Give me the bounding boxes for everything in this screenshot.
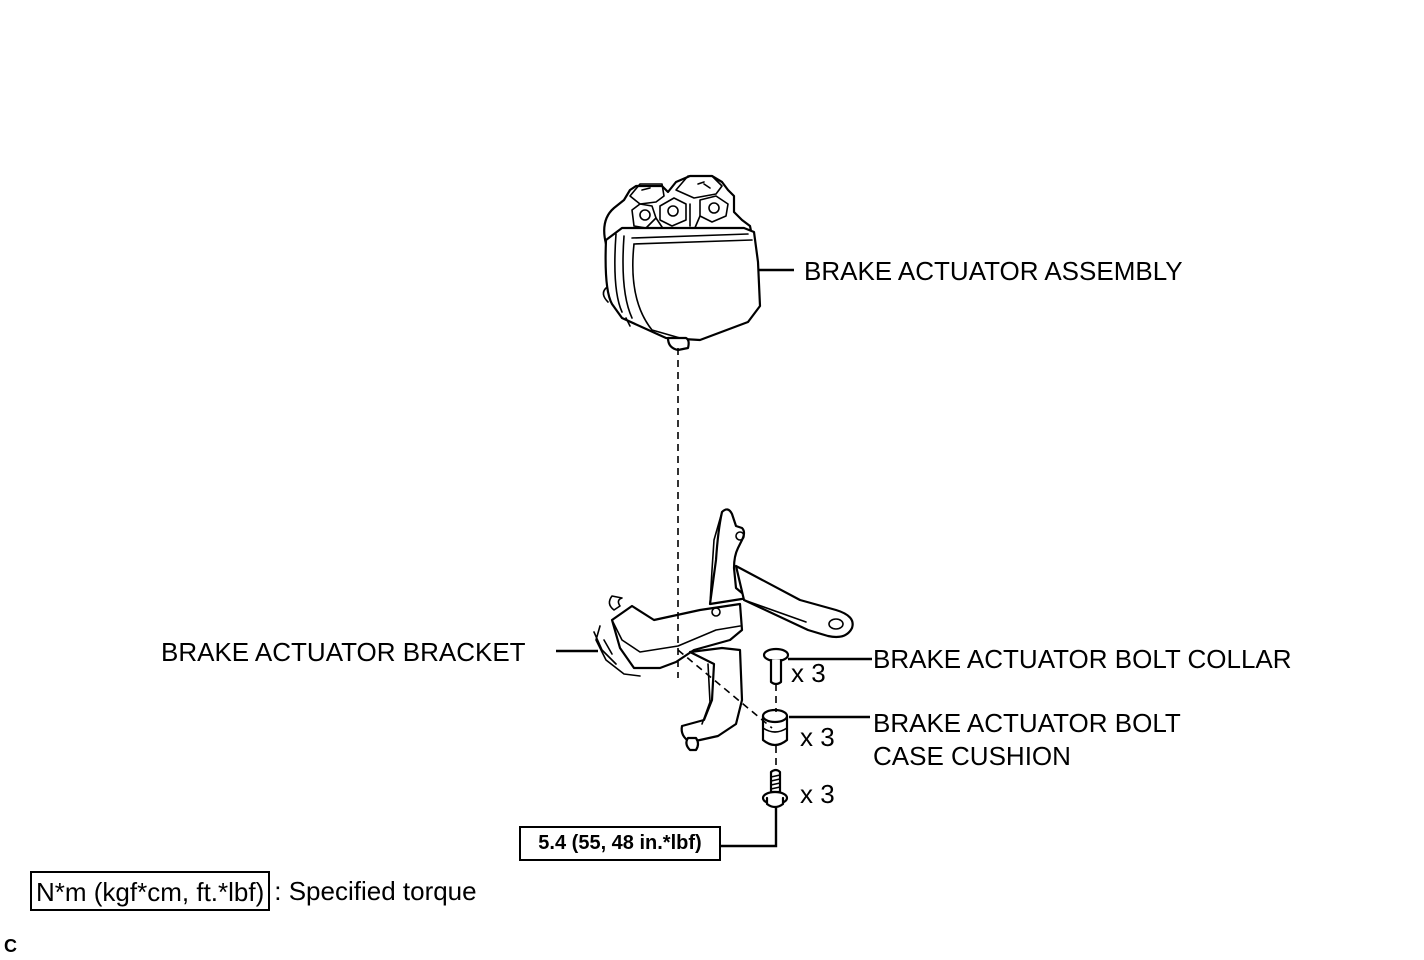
- label-case-cushion-line1: BRAKE ACTUATOR BOLT: [873, 708, 1181, 738]
- leader-lines: [556, 268, 872, 848]
- bracket-icon: [593, 508, 854, 752]
- qty-cushion: x 3: [800, 722, 835, 752]
- label-bolt-collar: BRAKE ACTUATOR BOLT COLLAR: [873, 644, 1292, 674]
- legend-unit-box: N*m (kgf*cm, ft.*lbf): [30, 871, 271, 911]
- legend-description: : Specified torque: [274, 875, 477, 906]
- assembly-lines: [677, 348, 777, 770]
- case-cushion-icon: [761, 708, 789, 747]
- brake-actuator-icon: [602, 174, 762, 352]
- torque-legend: N*m (kgf*cm, ft.*lbf) : Specified torque: [30, 870, 477, 912]
- label-brake-actuator-bracket: BRAKE ACTUATOR BRACKET: [161, 637, 526, 667]
- label-brake-actuator-assembly: BRAKE ACTUATOR ASSEMBLY: [804, 256, 1183, 286]
- label-case-cushion-line2: CASE CUSHION: [873, 741, 1071, 771]
- qty-bolt: x 3: [800, 779, 835, 809]
- bolt-icon: [761, 768, 789, 809]
- corner-mark: C: [4, 936, 17, 956]
- qty-collar: x 3: [791, 658, 826, 688]
- bolt-collar-icon: [762, 647, 790, 686]
- torque-value-box: 5.4 (55, 48 in.*lbf): [519, 826, 721, 861]
